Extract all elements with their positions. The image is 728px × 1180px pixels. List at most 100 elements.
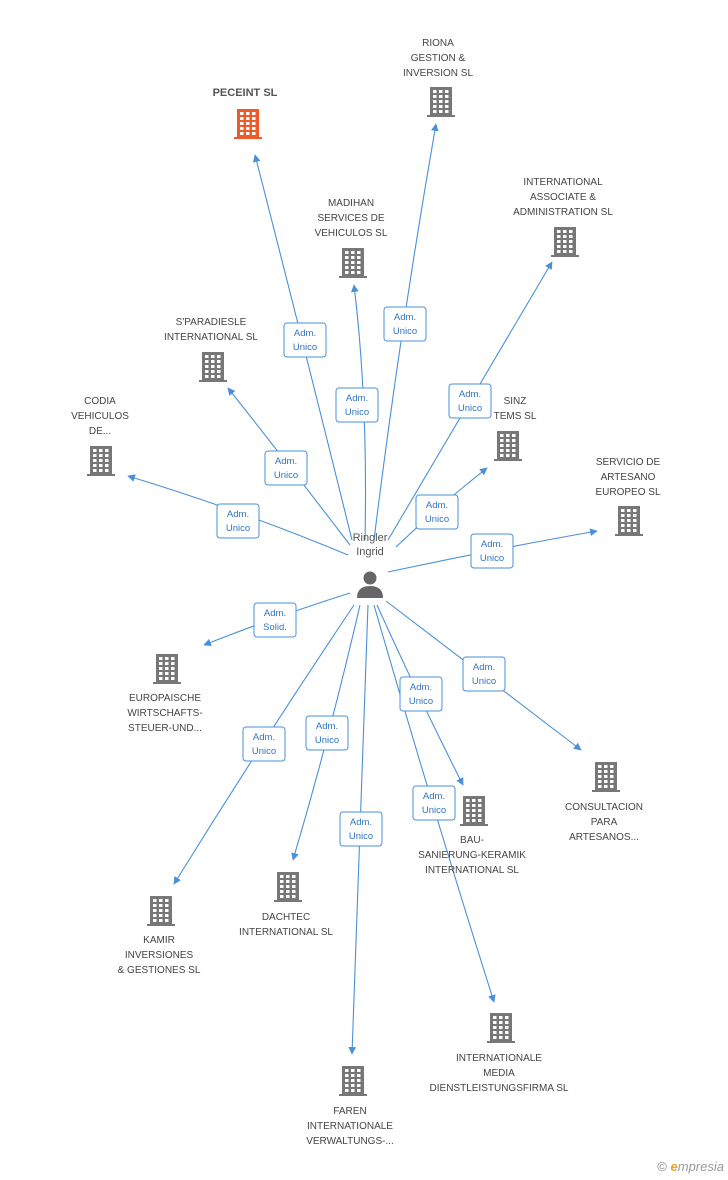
edge-label-text: Adm. — [423, 791, 445, 802]
edge-label-text: Solid. — [263, 622, 287, 633]
building-icon — [615, 506, 643, 536]
company-name-line: VEHICULOS — [71, 411, 129, 422]
company-node-faren[interactable]: FARENINTERNATIONALEVERWALTUNGS-... — [306, 1066, 394, 1147]
edge-label-box — [470, 533, 514, 569]
company-node-internationale-media[interactable]: INTERNATIONALE MEDIA DIENSTLEISTUNGSFIRMA … — [430, 1013, 569, 1094]
copyright-symbol: © — [657, 1159, 667, 1174]
company-name-line: ASSOCIATE & — [530, 192, 596, 203]
brand-initial: e — [670, 1159, 678, 1174]
company-node-dachtec[interactable]: DACHTEC INTERNATIONAL SL — [239, 872, 333, 938]
edge-label-box — [253, 602, 297, 638]
building-icon — [199, 352, 227, 382]
edge-label-peceint[interactable]: Adm.Unico — [283, 322, 327, 358]
edge-label-box — [383, 306, 427, 342]
edge-label-text: Adm. — [346, 393, 368, 404]
edge-label-box — [264, 450, 308, 486]
company-name-line: SINZ — [504, 396, 527, 407]
edge-label-bau-sanierung[interactable]: Adm.Unico — [399, 676, 443, 712]
building-icon — [551, 227, 579, 257]
edge-label-text: Unico — [252, 746, 276, 757]
edge-label-box — [412, 785, 456, 821]
company-name-line: INVERSIONES — [125, 950, 194, 961]
edge-label-internationale-media[interactable]: Adm.Unico — [412, 785, 456, 821]
edge-label-text: Adm. — [253, 732, 275, 743]
building-icon — [427, 87, 455, 117]
edge-label-kamir[interactable]: Adm. Unico — [242, 726, 286, 762]
building-icon — [147, 896, 175, 926]
company-name-line: EUROPAISCHE — [129, 693, 201, 704]
edge-label-codia[interactable]: Adm. Unico — [216, 503, 260, 539]
edge-label-box — [462, 656, 506, 692]
company-name-line: S'PARADIESLE — [176, 317, 247, 328]
company-name-line: INTERNATIONAL SL — [164, 332, 258, 343]
edge-label-sparadiesle[interactable]: Adm.Unico — [264, 450, 308, 486]
edge-label-text: Adm. — [227, 509, 249, 520]
edge-label-dachtec[interactable]: Adm. Unico — [305, 715, 349, 751]
company-name-line: INTERNATIONAL — [523, 177, 603, 188]
company-name-line: TEMS SL — [494, 411, 537, 422]
company-name-line: FAREN — [333, 1106, 366, 1117]
edge-label-riona[interactable]: Adm.Unico — [383, 306, 427, 342]
building-icon — [487, 1013, 515, 1043]
company-node-europaische[interactable]: EUROPAISCHEWIRTSCHAFTS-STEUER-UND... — [127, 654, 203, 734]
company-name-line: INTERNATIONALE — [456, 1053, 542, 1064]
edge-label-consultacion[interactable]: Adm.Unico — [462, 656, 506, 692]
company-node-sparadiesle[interactable]: S'PARADIESLE INTERNATIONAL SL — [164, 317, 258, 382]
edge-label-text: Unico — [458, 403, 482, 414]
person-name-line: Ingrid — [356, 546, 384, 558]
company-name-line: CONSULTACION — [565, 802, 643, 813]
company-name-line: VERWALTUNGS-... — [306, 1136, 394, 1147]
edge-label-madihan[interactable]: Adm.Unico — [335, 387, 379, 423]
edge-label-box — [448, 383, 492, 419]
building-icon — [592, 762, 620, 792]
edge-label-box — [305, 715, 349, 751]
company-name-line: RIONA — [422, 38, 454, 49]
footer-brand[interactable]: © empresia — [657, 1159, 724, 1174]
company-node-peceint[interactable]: PECEINT SL — [213, 87, 278, 139]
company-name-line: SERVICIO DE — [596, 457, 661, 468]
company-name-line: ARTESANOS... — [569, 832, 639, 843]
edge-label-text: Adm. — [275, 456, 297, 467]
person-name-line: Ringler — [353, 532, 388, 544]
company-name-line: DACHTEC — [262, 912, 310, 923]
edge-label-international-associate[interactable]: Adm. Unico — [448, 383, 492, 419]
company-name-line: INTERNATIONAL SL — [425, 865, 519, 876]
company-name-line: INTERNATIONAL SL — [239, 927, 333, 938]
edge-label-text: Adm. — [394, 312, 416, 323]
edge-label-text: Adm. — [316, 721, 338, 732]
brand-name: mpresia — [677, 1159, 724, 1174]
company-name-line: PARA — [591, 817, 618, 828]
building-icon — [494, 431, 522, 461]
building-icon — [234, 109, 262, 139]
edge-label-text: Unico — [226, 523, 250, 534]
company-name-line: MADIHAN — [328, 198, 374, 209]
person-icon — [357, 571, 383, 598]
edge-label-servicio-artesano[interactable]: Adm.Unico — [470, 533, 514, 569]
edge-label-text: Unico — [349, 831, 373, 842]
company-name-line: DIENSTLEISTUNGSFIRMA SL — [430, 1083, 569, 1094]
edge-label-text: Adm. — [473, 662, 495, 673]
edge-label-sinz[interactable]: Adm.Unico — [415, 494, 459, 530]
company-node-codia[interactable]: CODIAVEHICULOSDE... — [71, 396, 129, 476]
edge-label-box — [283, 322, 327, 358]
edge-label-text: Unico — [425, 514, 449, 525]
edge-label-text: Adm. — [459, 389, 481, 400]
edge-label-faren[interactable]: Adm.Unico — [339, 811, 383, 847]
company-name-line: WIRTSCHAFTS- — [127, 708, 202, 719]
edge-label-text: Unico — [315, 735, 339, 746]
edge-label-box — [335, 387, 379, 423]
company-name-line: MEDIA — [483, 1068, 515, 1079]
company-name-line: EUROPEO SL — [595, 487, 660, 498]
edge-label-europaische[interactable]: Adm.Solid. — [253, 602, 297, 638]
company-node-sinz[interactable]: SINZ TEMS SL — [494, 396, 537, 461]
company-name-line: GESTION & — [411, 53, 466, 64]
company-node-consultacion[interactable]: CONSULTACION PARA ARTESANOS... — [565, 762, 643, 843]
